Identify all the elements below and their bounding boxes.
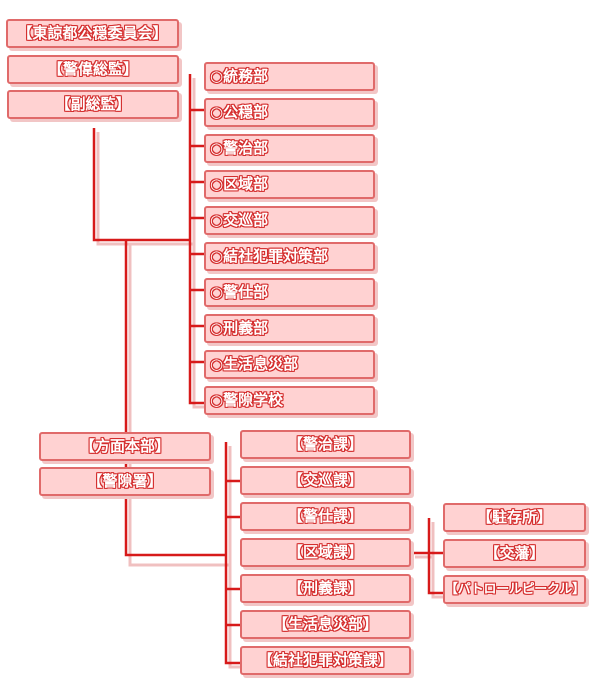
node-sec-traffic: 【交巡課】 (240, 466, 411, 495)
node-residential-post: 【駐存所】 (443, 503, 586, 532)
node-dept-life-safety: ○生活息災部 (204, 350, 375, 379)
connector-shadows (96, 78, 447, 669)
node-sec-org-crime: 【結社犯罪対策課】 (240, 646, 411, 675)
node-patrol-vehicle: 【パトロールピークル】 (443, 575, 586, 604)
node-dept-org-crime: ○結社犯罪対策部 (204, 242, 375, 271)
node-sec-criminal: 【刑義課】 (240, 574, 411, 603)
node-public-safety-commission: 【東諒都公穏委員会】 (6, 19, 179, 48)
node-police-station: 【警隙署】 (39, 467, 211, 496)
node-dept-criminal: ○刑義部 (204, 314, 375, 343)
node-dept-area: ○区域部 (204, 170, 375, 199)
node-regional-hq: 【方面本部】 (39, 432, 211, 461)
node-sec-life-safety: 【生活息災部】 (240, 610, 411, 639)
node-dept-school: ○警隙学校 (204, 386, 375, 415)
node-dept-general: ○統務部 (204, 62, 375, 91)
node-dept-security: ○公穏部 (204, 98, 375, 127)
node-police-box: 【交藩】 (443, 539, 586, 568)
node-dept-traffic: ○交巡部 (204, 206, 375, 235)
node-police-chief: 【警偉総監】 (7, 55, 179, 84)
node-sec-service: 【警仕課】 (240, 502, 411, 531)
node-dept-police-admin: ○警治部 (204, 134, 375, 163)
node-deputy-chief: 【副総監】 (7, 90, 179, 119)
node-sec-area: 【区域課】 (240, 538, 411, 567)
connector-main (92, 74, 443, 665)
node-sec-police-admin: 【警治課】 (240, 430, 411, 459)
node-dept-service: ○警仕部 (204, 278, 375, 307)
